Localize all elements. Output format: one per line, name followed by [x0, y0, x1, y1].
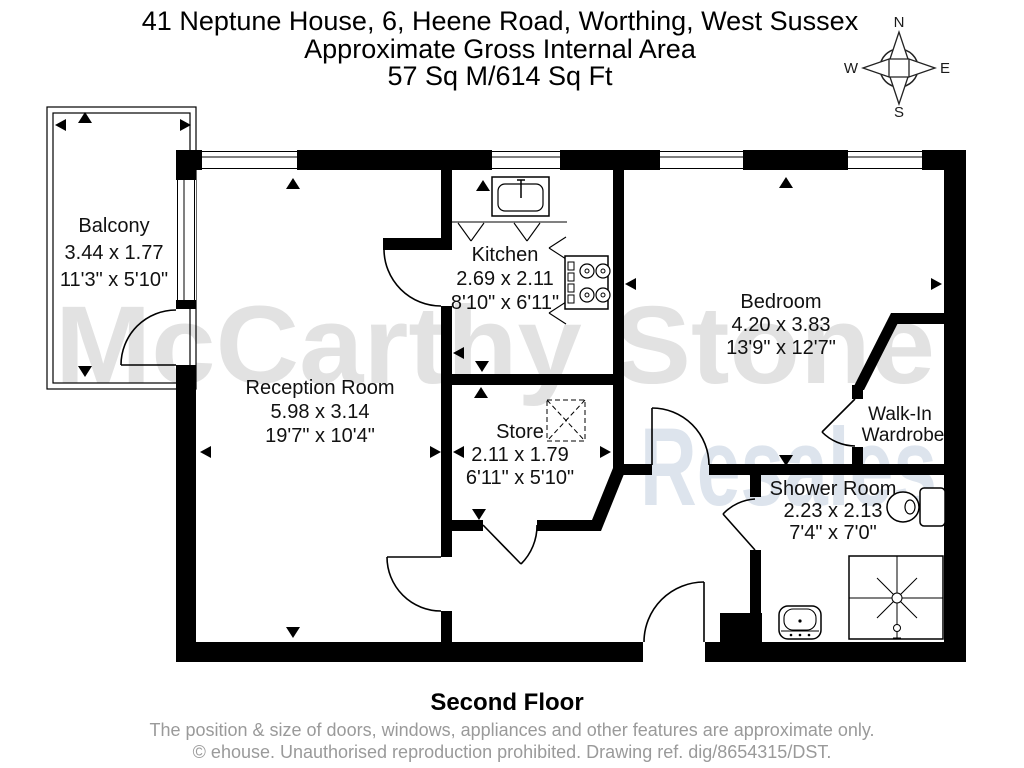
reception-door — [386, 556, 442, 612]
compass-rose-icon: N E S W — [844, 14, 950, 121]
balcony-label: Balcony 3.44 x 1.77 11'3" x 5'10" — [60, 215, 168, 291]
balcony-name: Balcony — [78, 215, 149, 237]
bedroom-label: Bedroom 4.20 x 3.83 13'9" x 12'7" — [726, 291, 836, 359]
kitchen-imperial: 8'10" x 6'11" — [451, 292, 559, 314]
windows — [176, 150, 922, 300]
shower-metric: 2.23 x 2.13 — [784, 500, 883, 522]
floor-label: Second Floor — [430, 689, 583, 716]
store-imperial: 6'11" x 5'10" — [466, 467, 574, 489]
compass-s: S — [894, 104, 904, 121]
compass-w: W — [844, 60, 859, 77]
bedroom-metric: 4.20 x 3.83 — [732, 314, 831, 336]
wardrobe-label: Walk-In Wardrobe — [862, 404, 945, 446]
washbasin-icon — [778, 605, 822, 640]
marker-kitchen-up — [476, 180, 490, 191]
shower-enclosure-icon — [848, 555, 944, 640]
window-reception-top — [202, 150, 297, 170]
store-name: Store — [496, 421, 544, 443]
window-bedroom-top-right — [848, 150, 922, 170]
store-door — [482, 524, 538, 565]
balcony-door — [120, 309, 177, 366]
marker-balcony-up — [78, 112, 92, 123]
window-bedroom-top-left — [660, 150, 743, 170]
store-label: Store 2.11 x 1.79 6'11" x 5'10" — [466, 421, 574, 489]
reception-metric: 5.98 x 3.14 — [271, 401, 370, 423]
marker-store-up — [474, 387, 488, 398]
reception-label: Reception Room 5.98 x 3.14 19'7" x 10'4" — [246, 377, 395, 447]
reception-name: Reception Room — [246, 377, 395, 399]
marker-balcony-down — [78, 366, 92, 377]
kitchen-counter — [452, 221, 567, 325]
marker-reception-down — [286, 627, 300, 638]
marker-shower-down — [779, 455, 793, 466]
marker-reception-left — [200, 446, 211, 458]
area-value: 57 Sq M/614 Sq Ft — [387, 61, 613, 91]
compass-e: E — [940, 60, 950, 77]
kitchen-label: Kitchen 2.69 x 2.11 8'10" x 6'11" — [451, 244, 559, 314]
bedroom-name: Bedroom — [740, 291, 821, 313]
window-kitchen-top — [492, 150, 560, 170]
fixtures — [452, 176, 946, 640]
shower-imperial: 7'4" x 7'0" — [789, 522, 876, 544]
shower-door — [722, 498, 756, 551]
copyright-text: © ehouse. Unauthorised reproduction proh… — [193, 742, 832, 762]
marker-reception-up — [286, 178, 300, 189]
marker-kitchen-left — [453, 347, 464, 359]
stove-icon — [564, 255, 611, 310]
shower-name: Shower Room — [770, 478, 897, 500]
compass-n: N — [894, 14, 905, 31]
store-metric: 2.11 x 1.79 — [471, 444, 568, 466]
marker-balcony-left — [55, 119, 66, 131]
kitchen-metric: 2.69 x 2.11 — [456, 268, 553, 290]
kitchen-name: Kitchen — [472, 244, 539, 266]
area-label: Approximate Gross Internal Area — [304, 34, 697, 64]
footer: Second Floor The position & size of door… — [149, 689, 874, 762]
room-labels: Balcony 3.44 x 1.77 11'3" x 5'10" Recept… — [60, 215, 944, 544]
watermark-primary: McCarthy Stone — [55, 284, 935, 407]
balcony-imperial: 11'3" x 5'10" — [60, 269, 168, 291]
marker-kitchen-down — [475, 361, 489, 372]
bedroom-imperial: 13'9" x 12'7" — [726, 337, 836, 359]
page-title: 41 Neptune House, 6, Heene Road, Worthin… — [142, 6, 859, 36]
marker-balcony-right — [180, 119, 191, 131]
marker-store-left — [453, 446, 464, 458]
kitchen-door — [383, 248, 442, 307]
toilet-icon — [886, 487, 946, 527]
marker-store-down — [472, 509, 486, 520]
disclaimer-text: The position & size of doors, windows, a… — [149, 720, 874, 740]
marker-bedroom-up — [779, 177, 793, 188]
window-reception-left — [176, 180, 196, 300]
marker-reception-right — [430, 446, 441, 458]
walls — [176, 150, 966, 662]
kitchen-sink-icon — [491, 176, 550, 217]
reception-imperial: 19'7" x 10'4" — [265, 425, 375, 447]
wardrobe-name-line2: Wardrobe — [862, 425, 945, 446]
doors — [120, 248, 856, 643]
dimension-markers — [55, 112, 942, 638]
store-cylinder-icon — [546, 399, 586, 442]
wardrobe-door — [821, 398, 856, 447]
entrance-door — [643, 581, 705, 643]
marker-bedroom-left — [625, 278, 636, 290]
marker-store-right — [600, 446, 611, 458]
marker-bedroom-right — [931, 278, 942, 290]
wardrobe-name-line1: Walk-In — [868, 404, 932, 425]
balcony-metric: 3.44 x 1.77 — [65, 242, 164, 264]
header: 41 Neptune House, 6, Heene Road, Worthin… — [142, 6, 859, 91]
bedroom-door — [651, 407, 710, 466]
shower-label: Shower Room 2.23 x 2.13 7'4" x 7'0" — [770, 478, 897, 544]
